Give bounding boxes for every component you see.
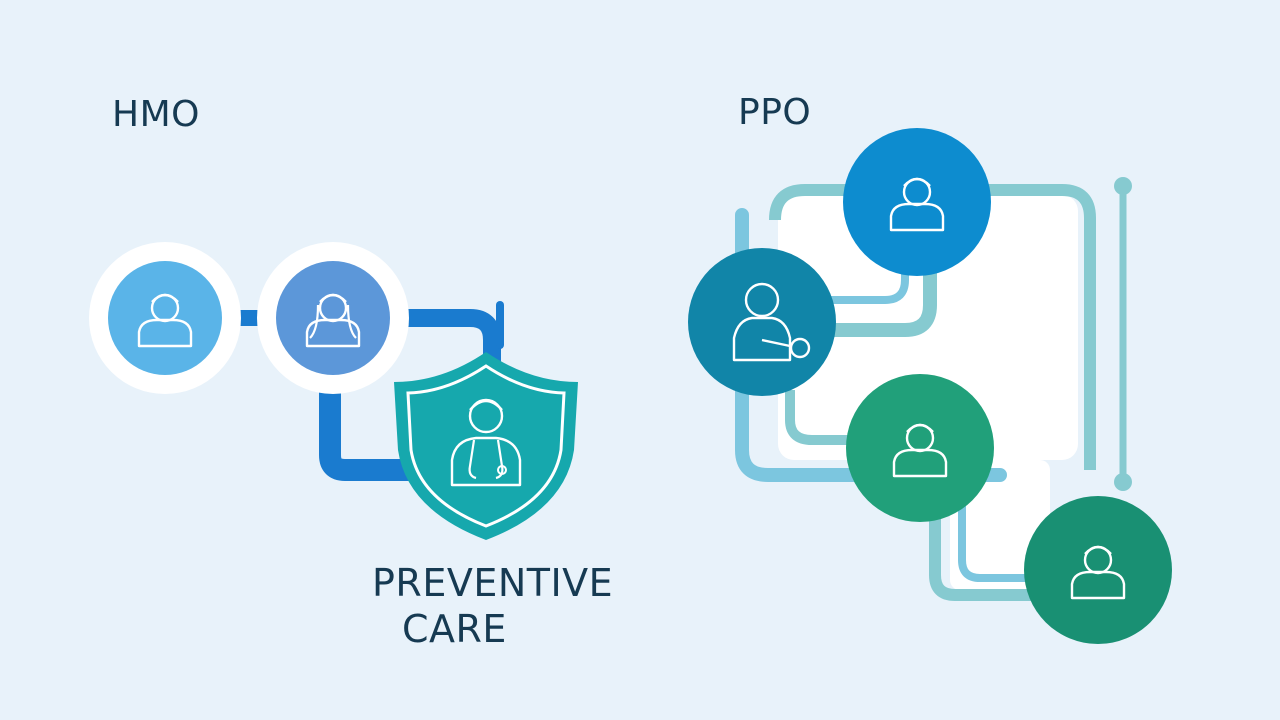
preventive-care-line1: PREVENTIVE (372, 561, 614, 605)
ppo-provider-node (843, 128, 991, 276)
ppo-provider-node (1024, 496, 1172, 644)
hmo-connector (319, 380, 415, 481)
ppo-provider-node (688, 248, 836, 396)
preventive-care-label: PREVENTIVE CARE (372, 560, 613, 652)
ppo-network (688, 128, 1172, 644)
hmo-network (89, 242, 578, 540)
ppo-title: PPO (738, 92, 812, 133)
doctor-icon (450, 398, 522, 487)
hmo-member-node (257, 242, 409, 394)
ppo-provider-node (846, 374, 994, 522)
hmo-connector (385, 309, 501, 372)
hmo-member-node (89, 242, 241, 394)
preventive-care-shield (394, 352, 578, 540)
doctor-icon (732, 282, 811, 362)
hmo-title: HMO (112, 94, 200, 135)
preventive-care-line2: CARE (402, 607, 507, 651)
